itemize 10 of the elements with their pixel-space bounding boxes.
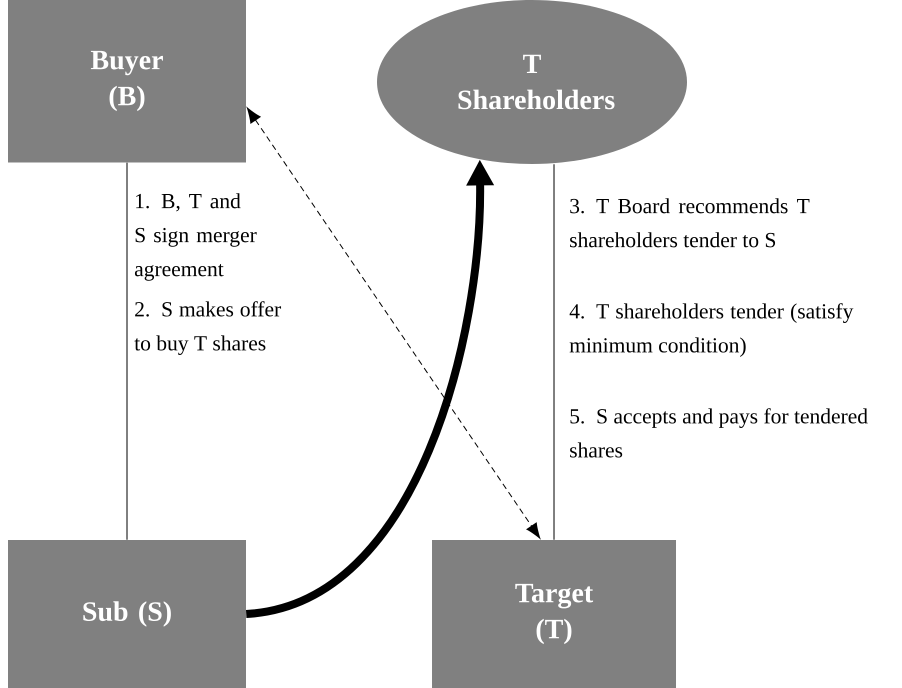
step-text: 1. B, T and S sign merger agreement — [134, 193, 257, 281]
step-text: 5. S accepts and pays for tendered shares — [570, 408, 868, 458]
entity-box: Buyer (B) — [8, 0, 246, 162]
entity-box: Target (T) — [432, 540, 676, 688]
step-text: 3. T Board recommends T shareholders tender to S — [570, 198, 810, 248]
step-text: 2. S makes offer to buy T shares — [134, 301, 282, 355]
step-text: 4. T shareholders tender (satisfy minimum condition) — [570, 303, 854, 357]
connector-line — [126, 162, 128, 540]
double-arrow — [246, 108, 540, 539]
entity-box: Sub (S) — [8, 540, 246, 688]
